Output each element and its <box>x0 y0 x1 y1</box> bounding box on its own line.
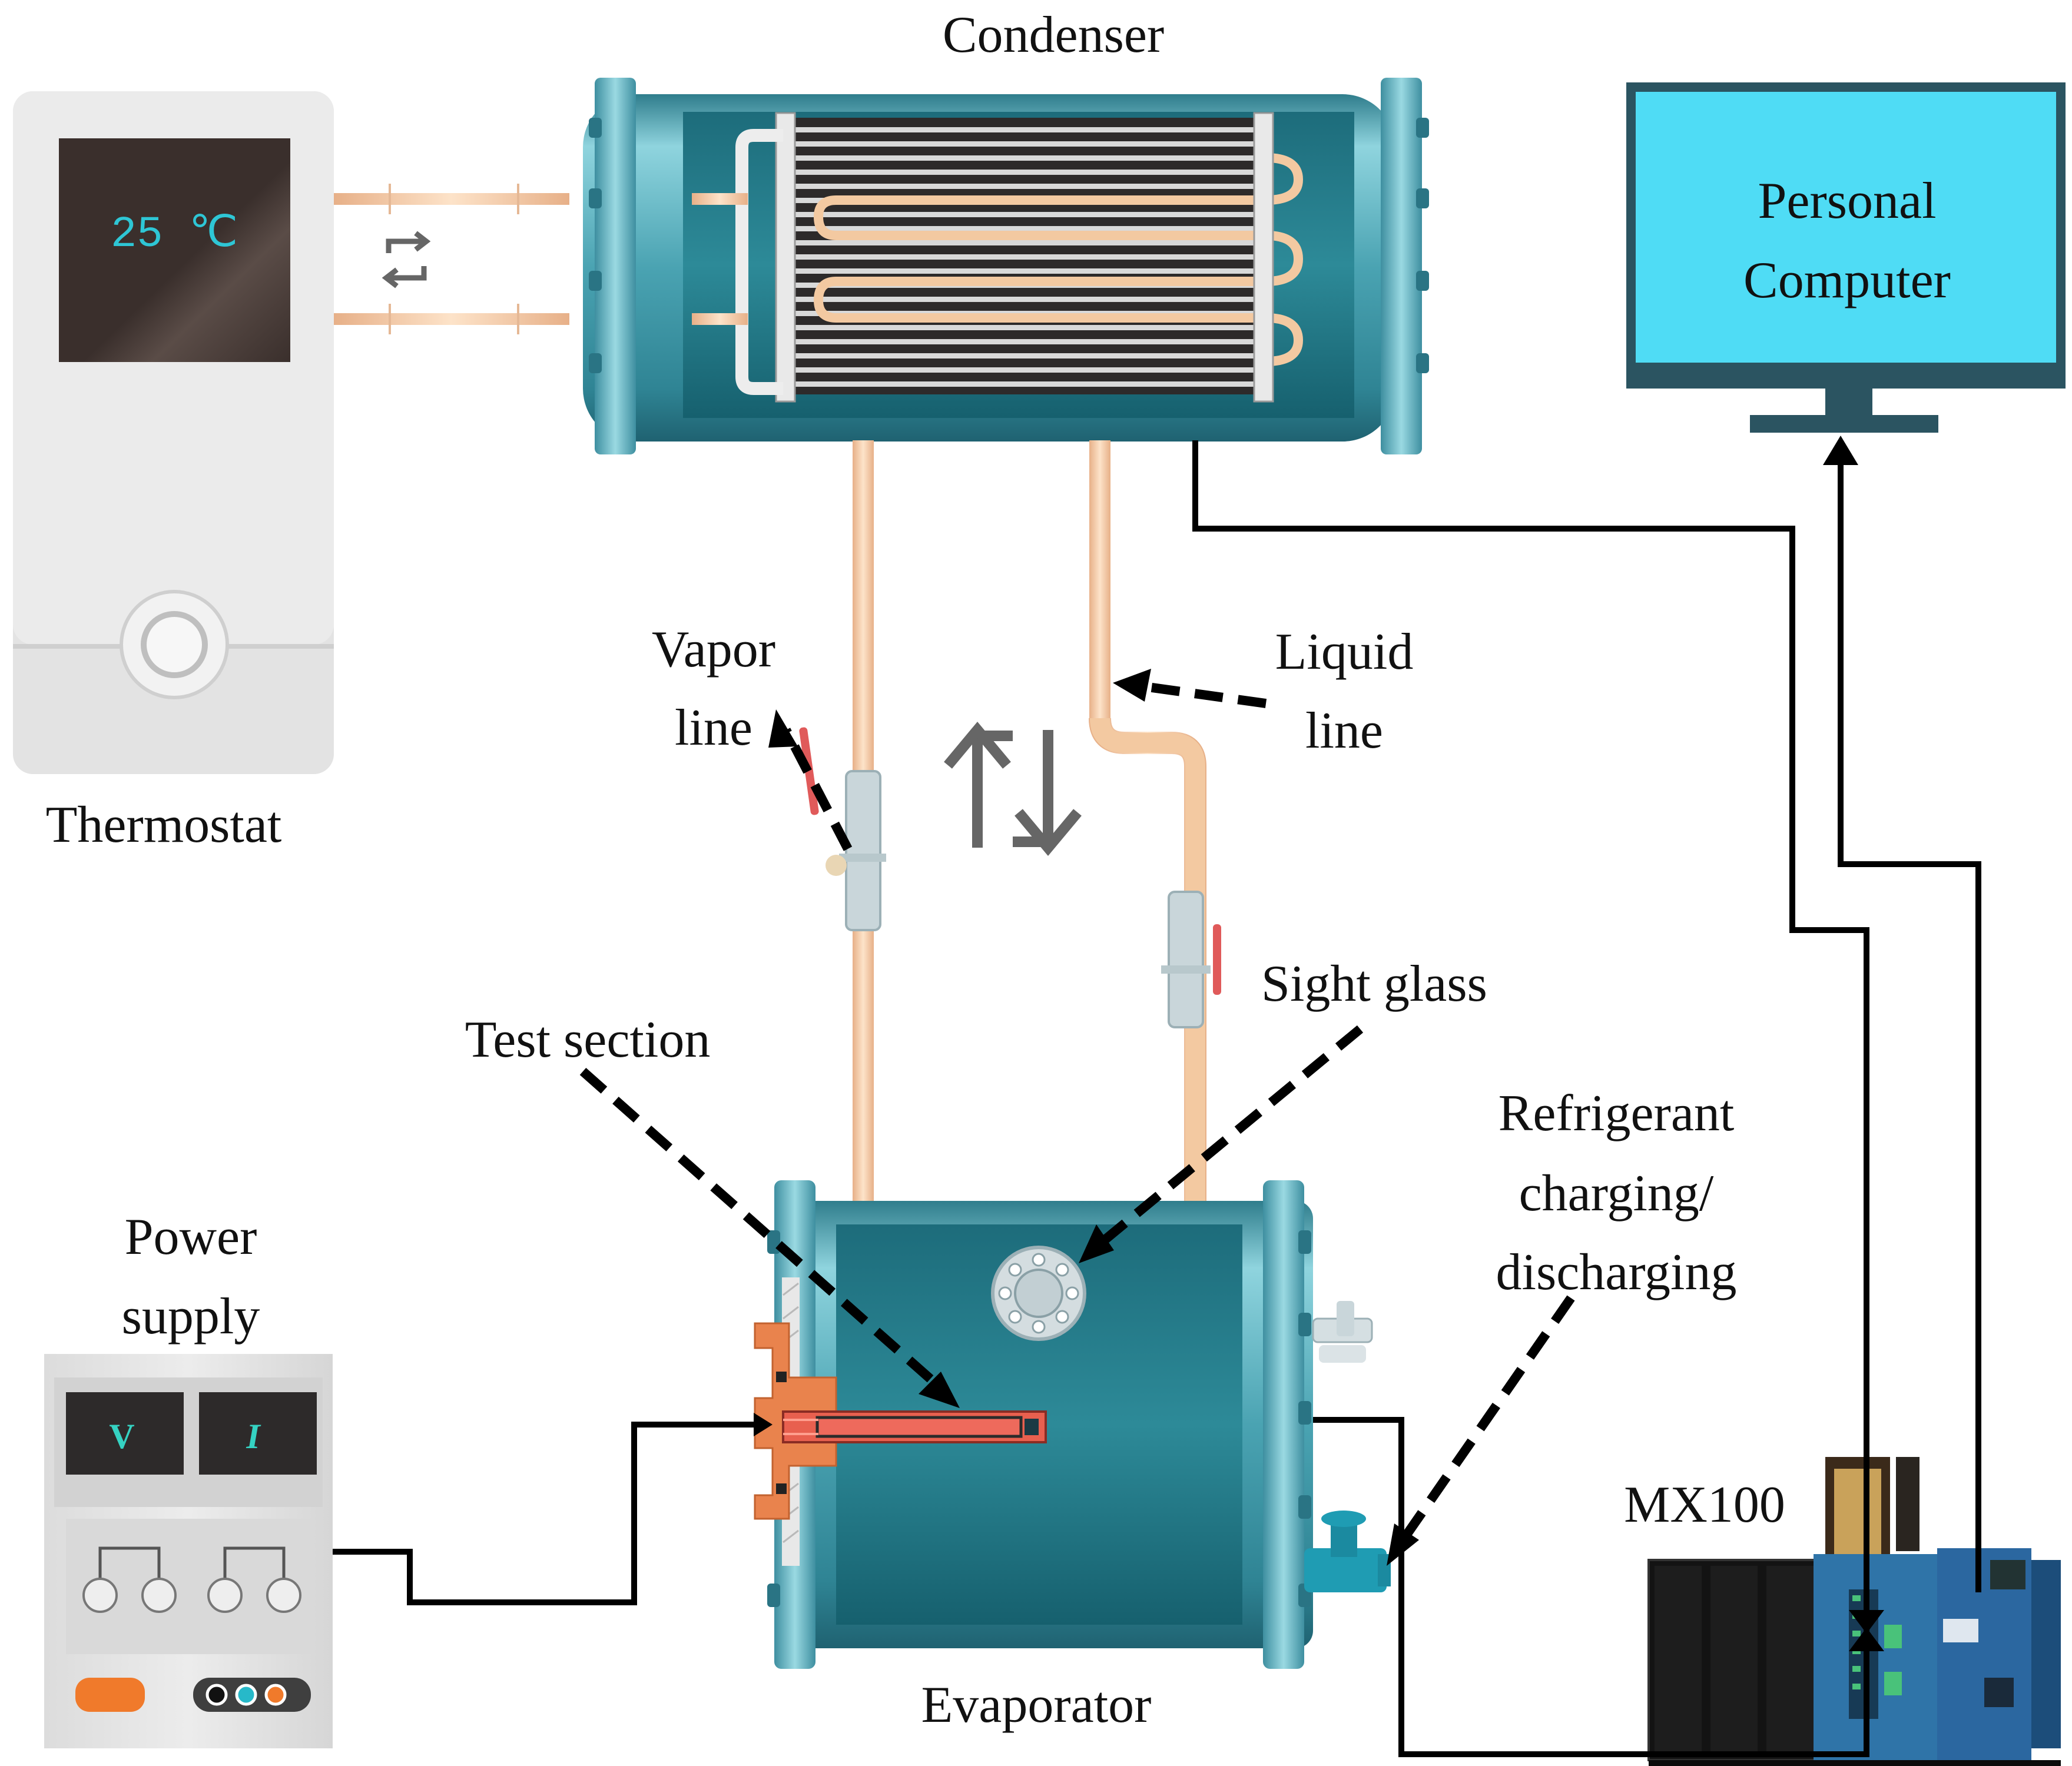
terminal-4[interactable] <box>266 1578 301 1613</box>
pointer-arrowheads <box>768 669 1419 1566</box>
vapor-line <box>799 440 886 1206</box>
condenser-manifold <box>735 129 783 395</box>
output-terminals <box>98 1546 286 1595</box>
terminal-2[interactable] <box>141 1578 177 1613</box>
liquid-line <box>1089 440 1221 1206</box>
thermostat-screen <box>59 138 290 362</box>
condenser-tube-bundle <box>775 112 1304 403</box>
power-supply-label-line1: Power <box>125 1209 257 1266</box>
vapor-line-valve-handle[interactable] <box>799 727 820 815</box>
sight-glass-label: Sight glass <box>1261 955 1487 1013</box>
vapor-line-pointer <box>781 728 853 851</box>
power-supply: V I <box>44 1354 333 1748</box>
refrigerant-label-line3: discharging <box>1496 1244 1737 1301</box>
jack-cyan[interactable] <box>235 1684 257 1706</box>
power-button[interactable] <box>75 1678 145 1712</box>
wire-evaporator-to-logger <box>1313 1417 1869 1757</box>
vapor-line-label-line1: Vapor <box>652 621 775 678</box>
monitor-neck <box>1825 389 1872 418</box>
wire-condenser-to-logger <box>1192 440 1869 1631</box>
ammeter <box>199 1392 317 1475</box>
liquid-line-valve-handle[interactable] <box>1213 924 1221 995</box>
thermostat-dial-inner[interactable] <box>141 611 208 678</box>
test-section-pointer <box>579 1068 946 1393</box>
data-logger-icon <box>1647 1457 2061 1766</box>
thermostat-label: Thermostat <box>46 796 282 854</box>
test-section-label: Test section <box>465 1011 711 1068</box>
sight-glass-pointer <box>1093 1025 1364 1251</box>
thermostat-display-value: 25 ℃ <box>111 210 238 260</box>
liquid-line-pointer <box>1138 681 1267 708</box>
thermostat-coolant-pipes <box>334 184 569 334</box>
evaporator <box>754 1180 1391 1669</box>
ammeter-symbol: I <box>246 1417 261 1456</box>
sight-glass <box>991 1246 1086 1341</box>
condenser-label: Condenser <box>943 6 1164 64</box>
evaporator-side-tap <box>1312 1301 1373 1363</box>
evaporator-right-flange <box>1263 1180 1304 1669</box>
condenser-left-flange <box>595 78 636 454</box>
signal-wires <box>333 440 1981 1757</box>
refrigerant-label-line2: charging/ <box>1519 1165 1714 1222</box>
terminal-3[interactable] <box>207 1578 243 1613</box>
power-supply-label-line2: supply <box>122 1288 260 1345</box>
voltmeter-symbol: V <box>109 1417 134 1456</box>
liquid-line-label-line1: Liquid <box>1275 623 1414 680</box>
wire-power-supply-to-test-section <box>333 1422 760 1605</box>
personal-computer <box>1626 82 2066 433</box>
vapor-line-valve <box>845 770 881 931</box>
jack-black[interactable] <box>205 1684 228 1706</box>
condenser-bolts <box>589 118 1429 373</box>
pointer-arrows <box>579 681 1575 1545</box>
terminal-1[interactable] <box>82 1578 118 1613</box>
flow-loop-arrows-icon <box>944 721 1082 857</box>
monitor-screen <box>1636 92 2056 363</box>
refrigerant-pointer <box>1397 1295 1575 1545</box>
wire-logger-to-computer <box>1838 447 1981 1592</box>
refrigerant-label-line1: Refrigerant <box>1499 1085 1735 1142</box>
mx100-label: MX100 <box>1624 1476 1785 1533</box>
personal-computer-label-line1: Personal <box>1758 172 1936 230</box>
condenser-right-flange <box>1381 78 1422 454</box>
evaporator-label: Evaporator <box>921 1677 1152 1734</box>
liquid-line-valve <box>1168 891 1204 1028</box>
jack-red[interactable] <box>264 1684 287 1706</box>
thermostat: 25 ℃ <box>13 91 334 774</box>
personal-computer-label-line2: Computer <box>1743 252 1951 309</box>
vapor-line-label-line2: line <box>675 699 752 756</box>
refrigerant-charging-valve[interactable] <box>1304 1511 1391 1592</box>
coolant-loop-icon <box>382 231 431 288</box>
test-section <box>754 1277 1047 1566</box>
monitor-stand <box>1750 415 1938 433</box>
condenser <box>583 78 1429 454</box>
voltmeter <box>66 1392 184 1475</box>
liquid-line-label-line2: line <box>1305 702 1383 759</box>
